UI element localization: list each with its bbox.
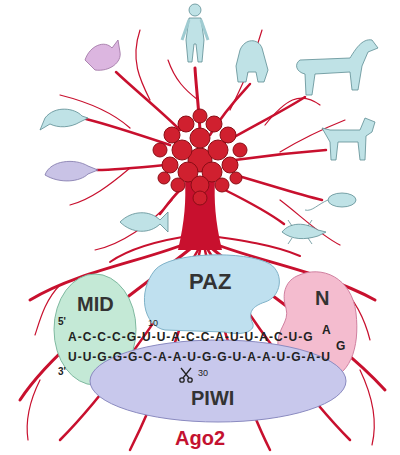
end-label: 5': [58, 316, 66, 328]
loop-base: A: [322, 324, 331, 338]
position-number: 30: [198, 368, 208, 378]
domain-label: PAZ: [189, 270, 231, 294]
domain-label: N: [315, 287, 329, 309]
loop-base: G: [336, 340, 345, 354]
domain-label: MID: [77, 293, 114, 315]
scissors-icon: [178, 367, 194, 383]
diagram-title: Ago2: [175, 427, 225, 450]
strand-sequence: U-U-G-G-G-C-A-A-U-G-G-U-A-A-U-G-A-U: [68, 351, 331, 365]
domain-label: PIWI: [191, 387, 234, 409]
strand-sequence: A-C-C-C-G-U-U-A-C-C-A-U-U-A-C-U-G: [68, 331, 314, 345]
position-number: 10: [148, 318, 158, 328]
end-label: 3': [58, 366, 66, 378]
domain-outline: [144, 255, 279, 334]
